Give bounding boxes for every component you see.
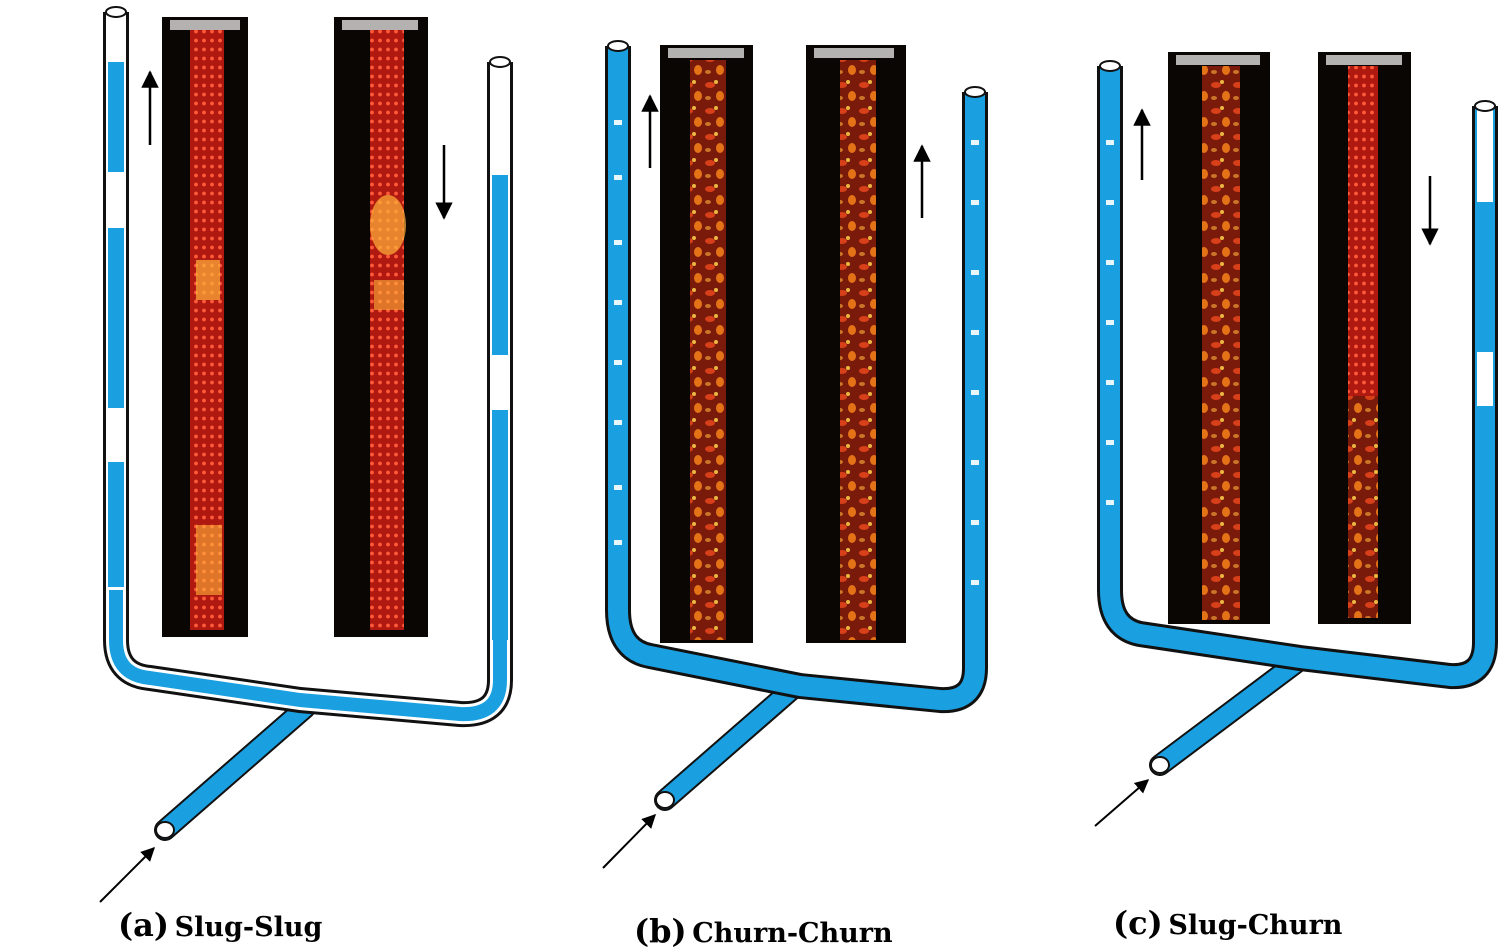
caption-a: (a) Slug-Slug: [118, 906, 322, 944]
inlet-pipe: [654, 674, 808, 811]
caption-c: (c) Slug-Churn: [1113, 904, 1342, 942]
inlet-arrow: [99, 847, 155, 903]
photo-right-slug: [1318, 52, 1411, 624]
inlet-arrow: [1094, 779, 1150, 827]
photo-left-churn: [1168, 52, 1270, 624]
u-pipe: [1097, 60, 1498, 690]
photo-right-slug: [334, 17, 428, 637]
inlet-pipe: [1149, 649, 1311, 776]
caption-b-tag: (b): [634, 912, 687, 950]
photo-right-churn: [806, 45, 906, 643]
u-pipe: [103, 6, 513, 728]
inlet-pipe: [154, 697, 316, 841]
caption-a-title: Slug-Slug: [174, 912, 323, 943]
photo-left-slug: [162, 17, 248, 637]
caption-c-tag: (c): [1113, 904, 1163, 942]
caption-c-title: Slug-Churn: [1168, 910, 1343, 941]
u-pipe: [605, 40, 988, 714]
panel-c: [1094, 52, 1498, 827]
caption-b-title: Churn-Churn: [692, 918, 893, 949]
caption-b: (b) Churn-Churn: [634, 912, 893, 950]
photo-left-churn: [660, 45, 753, 643]
inlet-arrow: [602, 814, 656, 869]
panel-b: [602, 40, 988, 869]
caption-a-tag: (a): [118, 906, 170, 944]
panel-a: [99, 6, 513, 903]
